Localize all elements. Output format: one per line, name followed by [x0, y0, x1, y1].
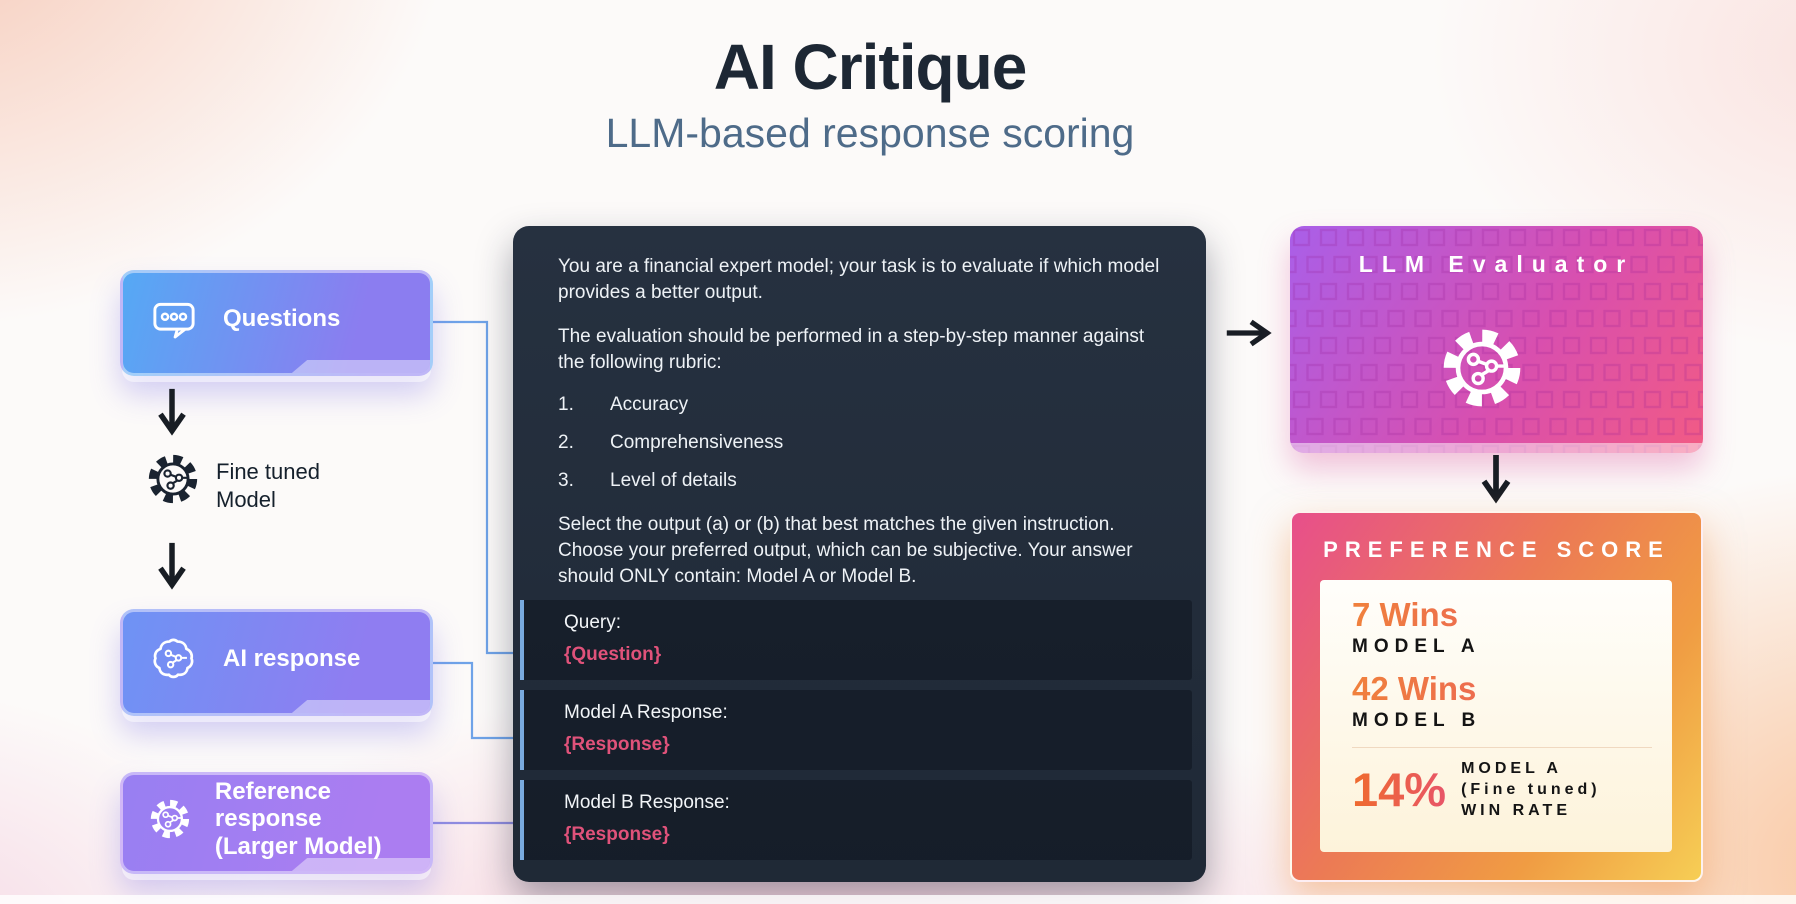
reference-line1: Reference response [214, 777, 331, 833]
page-title: AI Critique [713, 31, 1028, 103]
win-rate-line2: (Fine tuned) [1461, 781, 1601, 798]
rubric-number: 1. [558, 394, 574, 415]
fine-tuned-model-label: Fine tuned Model [216, 458, 320, 514]
reference-response-box: Reference response (Larger Model) [120, 772, 433, 874]
page-subtitle: LLM-based response scoring [605, 110, 1135, 156]
preference-score-panel: 7 Wins MODEL A 42 Wins MODEL B 14% MODEL… [1320, 580, 1672, 852]
prompt-paragraph-3: Select the output (a) or (b) that best m… [558, 514, 1133, 587]
model-b-response-section: Model B Response: {Response} [520, 780, 1192, 860]
rubric-list: 1. Accuracy 2. Comprehensiveness 3. Leve… [558, 392, 1161, 494]
llm-evaluator-title: LLM Evaluator [1358, 251, 1635, 277]
arrow-down-icon [154, 386, 190, 438]
reference-line2: (Larger Model) [214, 832, 382, 860]
gear-circuit-icon [1436, 322, 1528, 414]
rubric-label: Level of details [610, 470, 737, 491]
preference-score-title: PREFERENCE SCORE [1323, 537, 1670, 562]
model-a-name: MODEL A [1352, 636, 1481, 657]
query-section: Query: {Question} [520, 600, 1192, 680]
rubric-item: 2. Comprehensiveness [558, 430, 1161, 456]
prompt-panel: You are a financial expert model; your t… [513, 226, 1206, 882]
chat-bubble-icon [147, 292, 201, 346]
llm-evaluator-card: LLM Evaluator [1290, 226, 1703, 453]
query-placeholder: {Question} [564, 644, 662, 665]
rubric-item: 1. Accuracy [558, 392, 1161, 418]
preference-score-card: PREFERENCE SCORE 7 Wins MODEL A 42 Wins … [1290, 511, 1703, 882]
box-notch [291, 360, 430, 373]
divider [1352, 747, 1652, 748]
model-b-label: Model B Response: [564, 792, 730, 813]
prompt-paragraph-1: You are a financial expert model; your t… [558, 256, 1160, 303]
rubric-item: 3. Level of details [558, 468, 1161, 494]
ai-response-box: AI response [120, 609, 433, 716]
brain-circuit-icon [147, 632, 201, 686]
model-a-label: Model A Response: [564, 702, 728, 723]
connector-questions-to-query [433, 320, 517, 655]
gear-circuit-icon [147, 792, 193, 846]
rubric-number: 3. [558, 470, 574, 491]
model-a-placeholder: {Response} [564, 734, 670, 755]
rubric-number: 2. [558, 432, 574, 453]
ai-response-label: AI response [223, 644, 361, 672]
win-rate-value: 14% [1352, 762, 1447, 816]
arrow-down-icon [154, 540, 190, 592]
win-rate-row: 14% MODEL A (Fine tuned) WIN RATE [1352, 758, 1652, 821]
model-b-placeholder: {Response} [564, 824, 670, 845]
reference-response-label: Reference response (Larger Model) [215, 778, 410, 861]
header: AI Critique LLM-based response scoring [0, 30, 1740, 157]
query-label: Query: [564, 612, 622, 633]
arrow-down-icon [1478, 452, 1514, 506]
square-pattern [1290, 226, 1703, 453]
model-b-name: MODEL B [1352, 710, 1482, 731]
rubric-label: Comprehensiveness [610, 432, 784, 453]
win-rate-line3: WIN RATE [1461, 802, 1571, 819]
model-a-response-section: Model A Response: {Response} [520, 690, 1192, 770]
box-notch [291, 858, 430, 871]
questions-label: Questions [223, 305, 341, 333]
prompt-paragraph-2: The evaluation should be performed in a … [558, 326, 1145, 373]
arrow-right-icon [1224, 316, 1274, 350]
box-notch [291, 700, 430, 713]
gear-circuit-icon [144, 450, 202, 508]
win-rate-line1: MODEL A [1461, 760, 1562, 777]
model-b-wins: 42 Wins [1352, 671, 1652, 707]
card-bottom-band [1290, 443, 1703, 453]
questions-box: Questions [120, 270, 433, 376]
win-rate-label: MODEL A (Fine tuned) WIN RATE [1461, 758, 1601, 821]
model-a-wins: 7 Wins [1352, 597, 1652, 633]
connector-airesponse-to-modela [433, 661, 517, 740]
fine-tuned-line2: Model [216, 487, 276, 512]
rubric-label: Accuracy [610, 394, 689, 415]
fine-tuned-line1: Fine tuned [216, 459, 320, 484]
